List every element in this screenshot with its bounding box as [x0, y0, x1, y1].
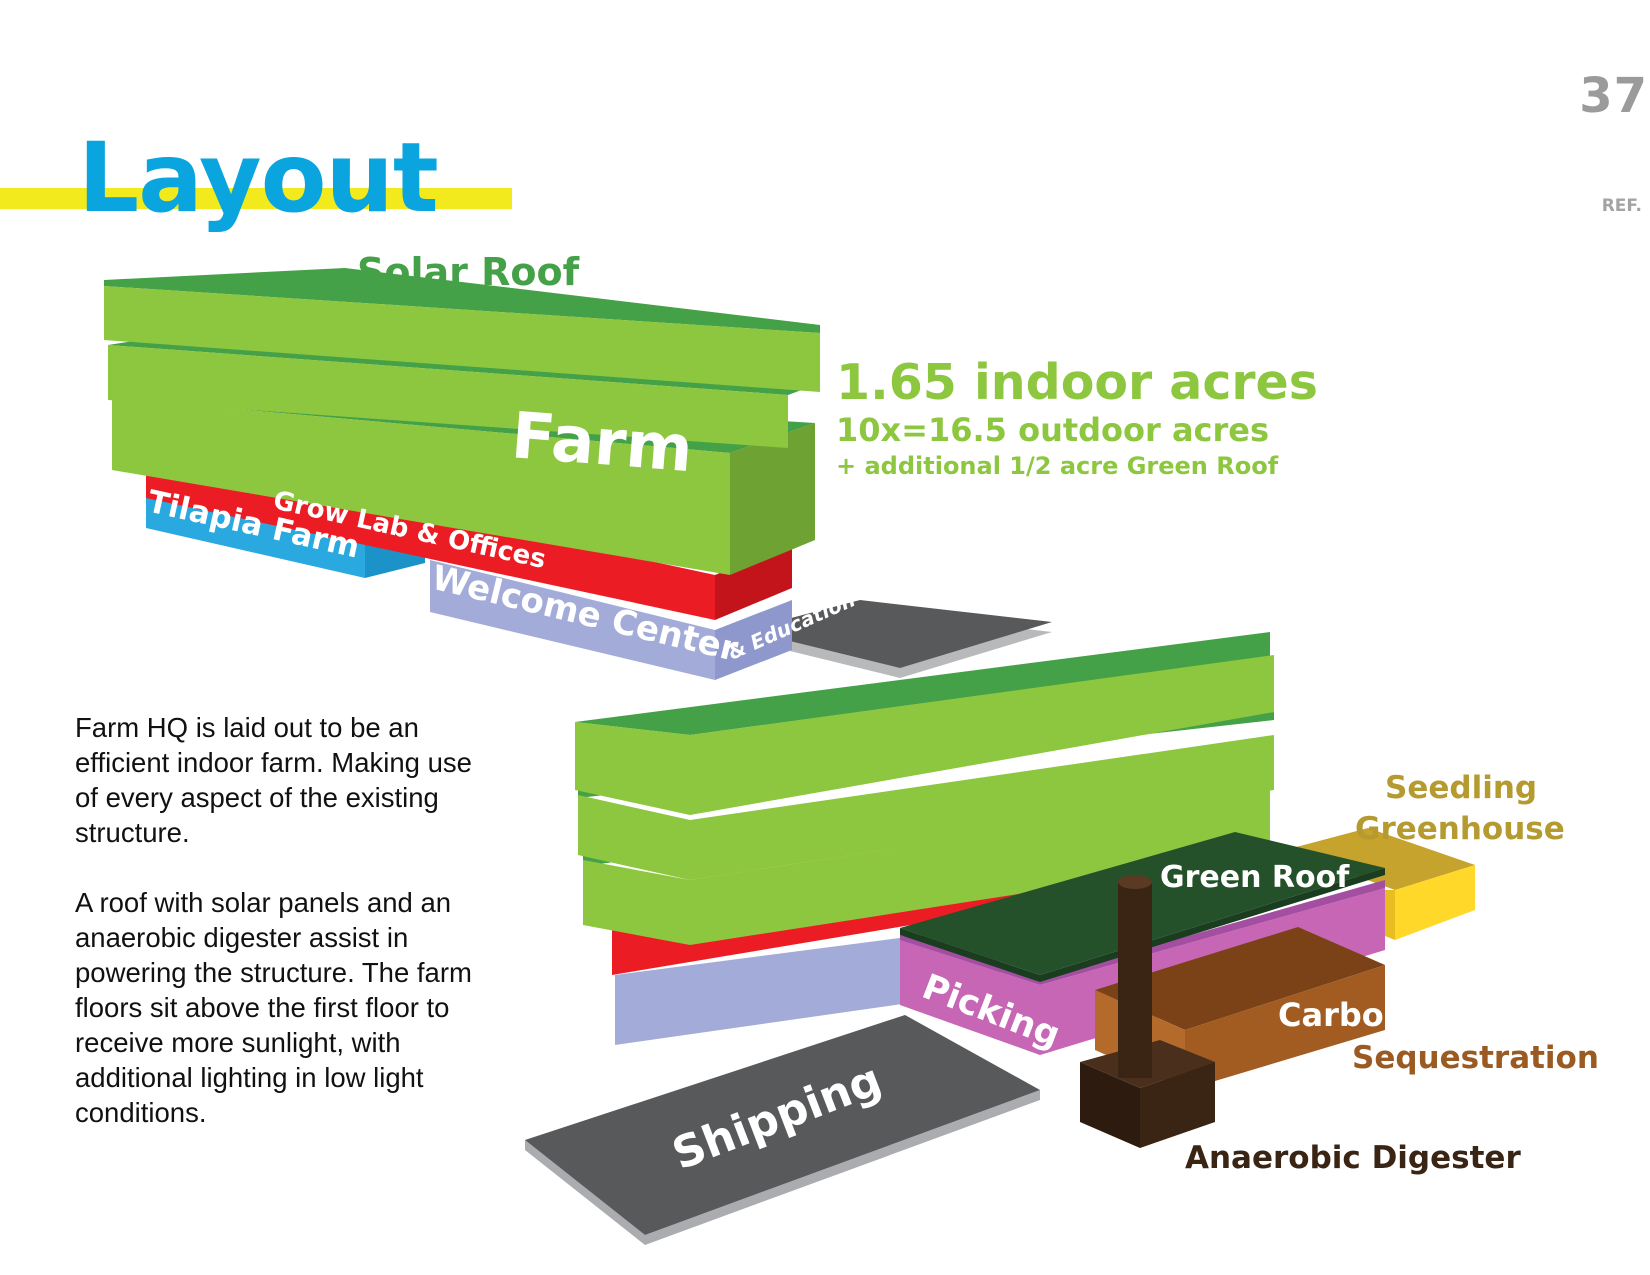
- connector-road-top: [745, 600, 1052, 668]
- label-green-roof: Green Roof: [1160, 860, 1350, 895]
- lower-farm-floor-3-front: [583, 790, 1270, 945]
- stat-outdoor-acres: 10x=16.5 outdoor acres: [836, 410, 1270, 449]
- label-seedling: Seedling: [1385, 770, 1537, 806]
- farm-floor-3-front: [112, 398, 730, 575]
- description-text: Farm HQ is laid out to be an efficient i…: [75, 710, 495, 1165]
- lower-farm-floor-1-top: [575, 632, 1270, 735]
- digester-base-side: [1140, 1062, 1215, 1148]
- description-paragraph-2: A roof with solar panels and an anaerobi…: [75, 887, 472, 1128]
- label-solar-roof: Solar Roof: [357, 250, 580, 294]
- welcome-center-front: [430, 560, 715, 680]
- page-number: 37: [1579, 68, 1648, 124]
- description-paragraph-1: Farm HQ is laid out to be an efficient i…: [75, 712, 472, 848]
- stat-green-roof: + additional 1/2 acre Green Roof: [836, 451, 1279, 480]
- lower-farm-floor-1-front: [575, 655, 1274, 815]
- label-greenhouse: Greenhouse: [1355, 811, 1565, 847]
- page-title: Layout: [78, 122, 439, 234]
- carbon-block-top: [1095, 927, 1385, 1030]
- farm-floor-3-side: [730, 423, 815, 575]
- picking-front: [900, 940, 1040, 1055]
- label-sequestration: Sequestration: [1352, 1040, 1599, 1076]
- seedling-greenhouse-top: [1285, 828, 1475, 890]
- seedling-greenhouse-front: [1395, 865, 1475, 940]
- digester-stack-cap: [1118, 875, 1152, 889]
- farm-floor-1-front: [104, 286, 820, 392]
- acreage-stats: 1.65 indoor acres 10x=16.5 outdoor acres…: [836, 356, 1318, 482]
- farm-floor-2-front: [108, 345, 788, 448]
- ref-label: REF.: [1601, 196, 1642, 216]
- label-carbon: Carbon: [1278, 996, 1407, 1034]
- label-anaerobic-digester: Anaerobic Digester: [1185, 1140, 1521, 1176]
- digester-base-front: [1080, 1062, 1140, 1148]
- grow-lab-side: [715, 543, 792, 620]
- digester-stack: [1118, 882, 1152, 1078]
- shipping-pad: [525, 1015, 1040, 1235]
- welcome-center-side: [715, 600, 792, 680]
- stat-indoor-acres: 1.65 indoor acres: [836, 354, 1318, 411]
- title-underline-bar: [0, 188, 512, 209]
- label-farm: Farm: [509, 399, 696, 487]
- farm-floor-1-top: [104, 268, 820, 333]
- carbon-block-side: [1185, 965, 1385, 1090]
- lower-farm-floor-2-front: [578, 735, 1274, 880]
